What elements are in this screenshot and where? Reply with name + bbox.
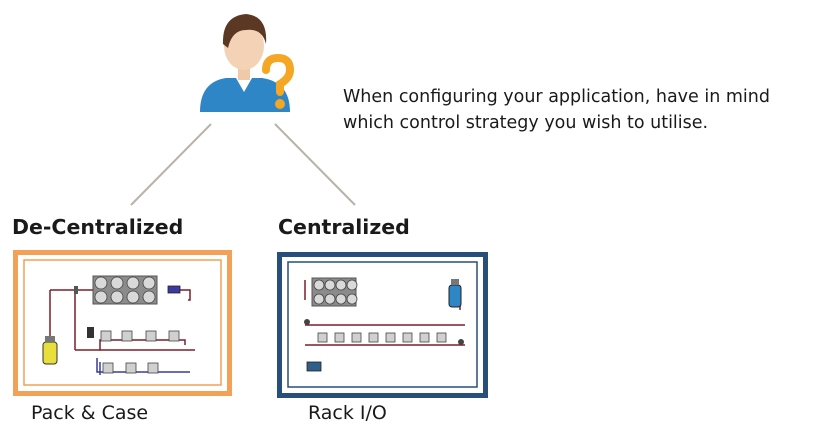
intro-text: When configuring your application, have …	[343, 84, 833, 136]
user-question-icon	[200, 14, 295, 112]
centralized-panel	[277, 252, 488, 398]
intro-line-2: which control strategy you wish to utili…	[343, 113, 709, 133]
connector-right	[274, 123, 356, 206]
centralized-caption: Rack I/O	[308, 402, 387, 424]
decentralized-heading: De-Centralized	[12, 215, 184, 239]
decentralized-caption: Pack & Case	[31, 402, 149, 424]
connector-left	[130, 123, 212, 206]
intro-line-1: When configuring your application, have …	[343, 87, 770, 107]
centralized-heading: Centralized	[278, 215, 410, 239]
decentralized-panel	[13, 250, 232, 396]
